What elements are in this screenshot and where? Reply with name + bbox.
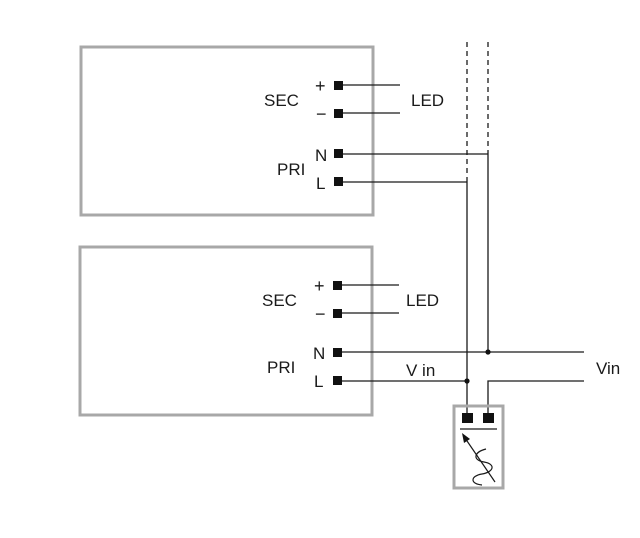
driver-1-pri-label: PRI: [277, 160, 305, 179]
driver-2-l-label: L: [314, 372, 323, 391]
driver-1-box: [79, 45, 375, 217]
driver-2-terminal-l: [333, 376, 342, 385]
driver-1-led-label: LED: [411, 91, 444, 110]
driver-1-sec-label: SEC: [264, 91, 299, 110]
driver-1-plus-sign: +: [315, 76, 326, 96]
surge-protector-terminal-l: [462, 413, 473, 423]
driver-1-n-label: N: [315, 146, 327, 165]
vin-inline-label: V in: [406, 361, 435, 380]
driver-2-terminal-minus: [333, 309, 342, 318]
driver-2-terminal-plus: [333, 281, 342, 290]
driver-1-minus-sign: −: [316, 104, 327, 124]
driver-1-terminal-l: [334, 177, 343, 186]
driver-2-sec-label: SEC: [262, 291, 297, 310]
surge-protector-terminal-n: [483, 413, 494, 423]
driver-1-l-label: L: [316, 174, 325, 193]
vin-supply-label: Vin: [596, 359, 620, 378]
driver-2-pri-label: PRI: [267, 358, 295, 377]
wiring: V in Vin: [342, 42, 620, 417]
driver-2: SEC PRI + − N L LED: [78, 245, 439, 417]
varistor-surge-protector-icon: [462, 433, 496, 486]
driver-2-n-label: N: [313, 344, 325, 363]
driver-2-minus-sign: −: [315, 304, 326, 324]
driver-1-terminal-n: [334, 149, 343, 158]
driver-1-terminal-minus: [334, 109, 343, 118]
driver-1: SEC PRI + − N L LED: [79, 45, 444, 217]
driver-2-plus-sign: +: [314, 276, 325, 296]
driver-2-box: [78, 245, 374, 417]
driver-1-terminal-plus: [334, 81, 343, 90]
surge-protector-box: [452, 404, 505, 490]
surge-protector: [452, 404, 505, 490]
driver-2-led-label: LED: [406, 291, 439, 310]
driver-2-terminal-n: [333, 348, 342, 357]
junction-dot-l: [464, 378, 470, 384]
junction-dot-n: [485, 349, 491, 355]
